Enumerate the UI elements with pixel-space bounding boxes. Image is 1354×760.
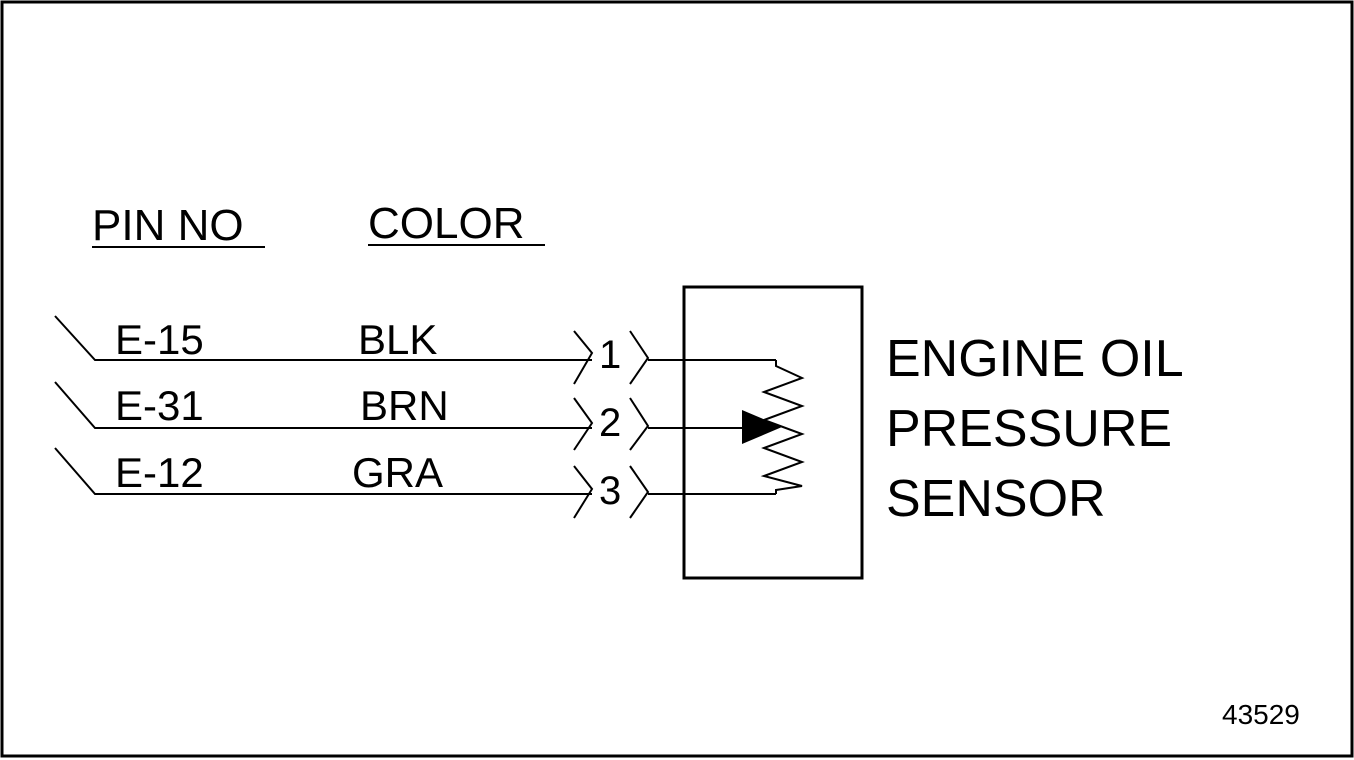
wire-color-label: BRN (360, 382, 449, 429)
connector-male (629, 397, 650, 451)
wire-color-label: GRA (352, 449, 443, 496)
wire-color-label: BLK (358, 316, 437, 363)
wire-line (54, 381, 592, 429)
wire-row-1: E-15 BLK 1 (54, 315, 776, 385)
component-name-line1: ENGINE OIL (886, 330, 1184, 388)
terminal-number: 2 (599, 401, 621, 445)
figure-number: 43529 (1222, 699, 1300, 730)
sensor-housing (682, 285, 864, 580)
connector-female (573, 397, 594, 451)
potentiometer-wiper-arrow-icon (742, 410, 782, 444)
wire-row-3: E-12 GRA 3 (54, 447, 776, 519)
wire-pin-label: E-31 (115, 382, 204, 429)
component-name-line3: SENSOR (886, 470, 1106, 528)
component-name-line2: PRESSURE (886, 400, 1172, 458)
wire-line (54, 447, 592, 495)
connector-female (573, 465, 594, 519)
terminal-number: 1 (599, 333, 621, 377)
connector-male (629, 330, 650, 385)
wire-line (54, 315, 592, 361)
wire-pin-label: E-15 (115, 316, 204, 363)
header-color: COLOR (368, 199, 524, 248)
wire-row-2: E-31 BRN 2 (54, 381, 745, 451)
potentiometer-resistor-icon (760, 360, 805, 494)
header-pin-no: PIN NO (92, 201, 244, 250)
wire-pin-label: E-12 (115, 449, 204, 496)
connector-female (573, 330, 594, 385)
connector-male (629, 465, 650, 519)
terminal-number: 3 (599, 469, 621, 513)
